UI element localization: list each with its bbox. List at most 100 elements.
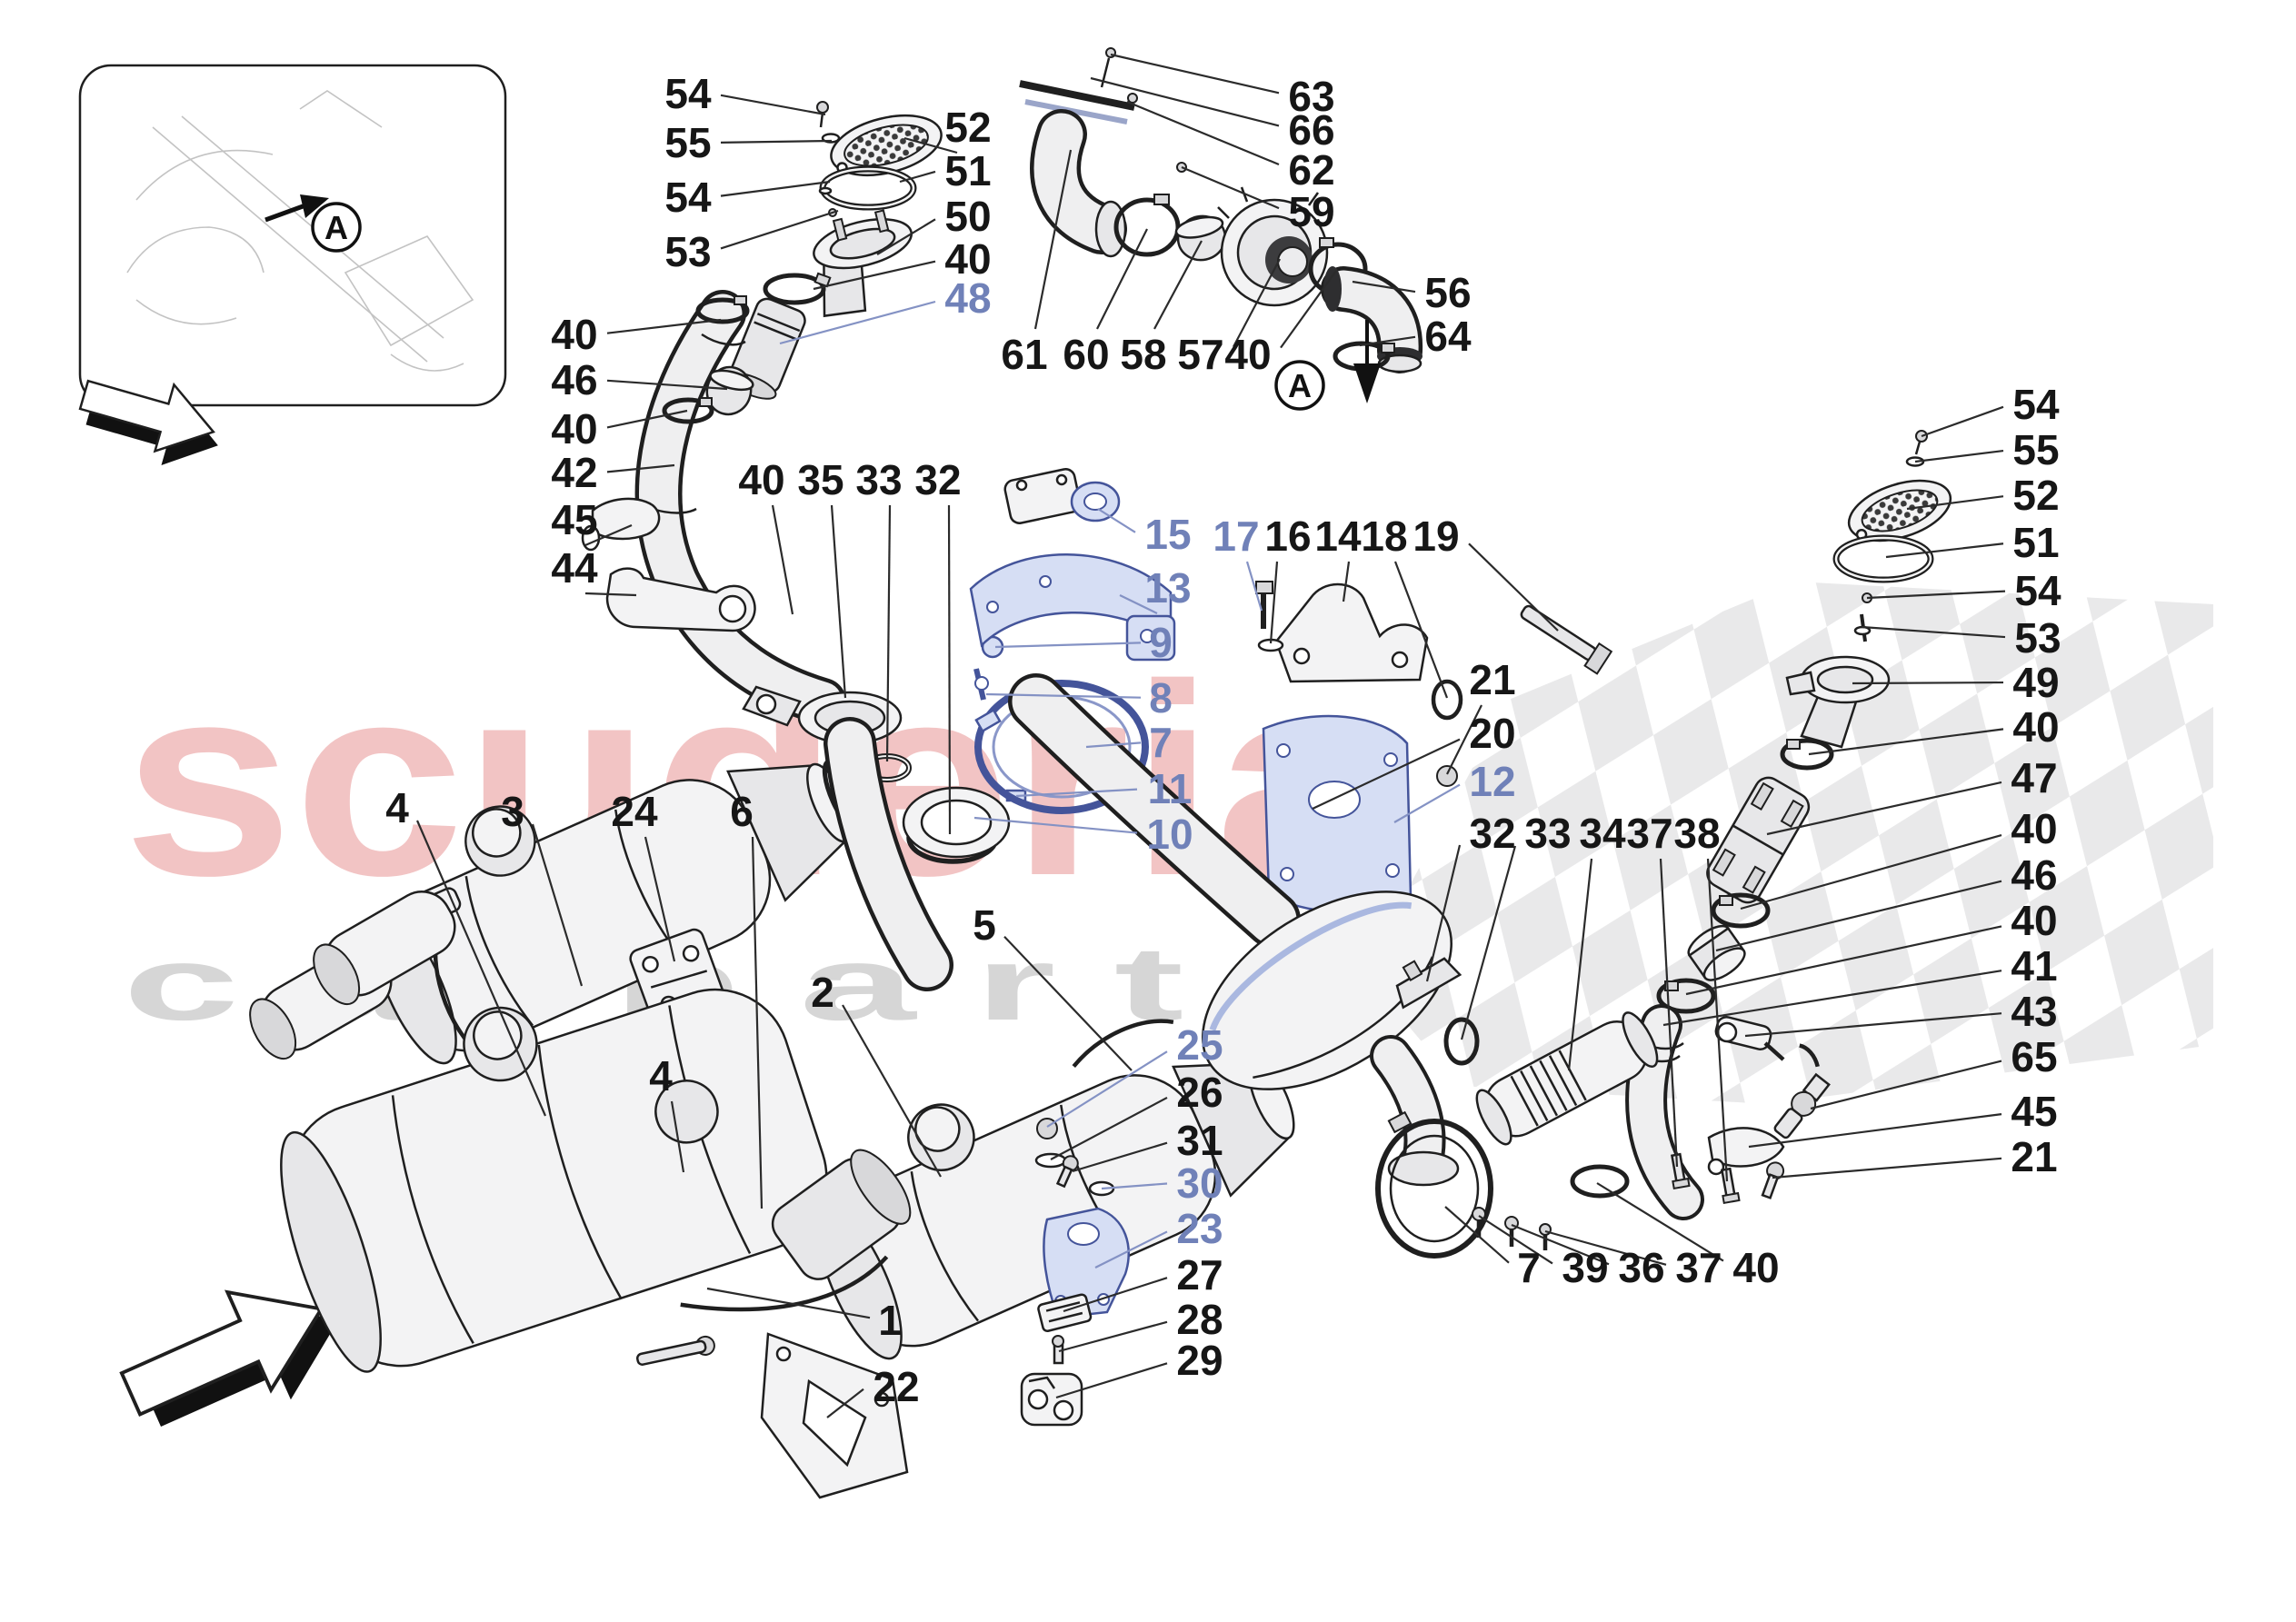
leader-line [1921,405,2004,438]
callout-label: 50 [944,193,991,240]
leader-line [1659,858,1679,1168]
leader-line [885,504,892,762]
leader-line [1269,561,1279,644]
leader-line [1914,449,2004,463]
callout-label: 34 [1579,810,1626,857]
bolt-21b [1761,1161,1785,1199]
leader-line [1046,1050,1168,1128]
callout-label: 37 [1675,1244,1722,1291]
leader-line [1852,681,2004,685]
catalytic-converter-2 [816,1019,1295,1360]
callout-label: 45 [2011,1088,2057,1135]
callout-label: 10 [1146,811,1193,858]
callout-label: 40 [944,235,991,283]
leader-line [1808,728,2004,756]
callout-label: 40 [2011,897,2057,944]
inset-direction-arrow [78,379,218,465]
callout-label: 38 [1673,810,1720,857]
callout-label: 13 [1144,564,1191,612]
leader-line [771,504,794,615]
leader-line [584,592,637,597]
callout-label: 29 [1176,1337,1223,1384]
view-marker-letter: A [1288,367,1312,404]
leader-line [985,692,1142,699]
leader-line [1744,1012,2002,1038]
leader-line [1245,561,1263,612]
leader-line [903,136,958,154]
direction-arrow [119,1289,339,1427]
callout-label: 42 [551,449,597,496]
leader-line [415,820,547,1117]
leader-line [994,642,1142,649]
tailpipe-tip-assembly [726,101,943,400]
callout-label: 4 [385,784,409,831]
callout-label: 14 [1314,512,1362,560]
leader-line [1460,845,1517,1040]
flex-pipe-cluster [1375,957,1741,1259]
callout-label: 40 [1224,331,1271,378]
leader-line [644,836,676,962]
callout-label: 37 [1626,810,1672,857]
leader-line [720,94,826,116]
callout-label: 46 [551,356,597,403]
callout-label: 9 [1149,619,1173,666]
inset-view-arrow [265,194,329,223]
strap-45b [1707,1127,1785,1168]
heat-shield-13 [969,553,1176,662]
bracket-23 [1043,1207,1130,1319]
leader-line [1352,280,1416,294]
leader-line [1393,561,1449,699]
leader-line [1748,1113,2002,1149]
leader-line [706,1287,871,1319]
callout-label: 40 [551,311,597,358]
callout-label: 26 [1176,1069,1223,1116]
callout-label: 49 [2012,659,2059,706]
callout-label: 7 [1149,719,1173,766]
leader-line [1662,970,2002,1027]
leader-line [876,218,936,255]
callout-label: 20 [1469,710,1515,757]
callout-label: 54 [664,174,712,221]
rubber-mount-29 [1020,1372,1083,1427]
leader-line [1101,1182,1168,1190]
callout-label: 55 [664,119,711,166]
callout-label: 47 [2011,754,2057,801]
callout-label: 55 [2012,426,2059,473]
leader-line [1446,704,1482,775]
callout-label: 61 [1001,331,1047,378]
leader-line [1567,858,1593,1071]
leader-line [830,504,847,699]
leader-line [1685,925,2002,996]
leader-line [813,260,936,291]
callout-label: 33 [1524,810,1571,857]
callout-label: 43 [2011,988,2057,1035]
leader-line [1126,100,1280,166]
callout-label: 66 [1288,106,1334,154]
callout-label: 51 [2012,519,2059,566]
callout-label: 21 [1469,656,1515,703]
callout-label: 54 [664,70,712,117]
callout-label: 35 [797,456,844,503]
callout-label: 40 [738,456,784,503]
downpipe-5 [1008,673,1460,1187]
muffler-assembly [249,891,912,1499]
callout-label: 53 [664,228,711,275]
callout-label: 7 [1517,1244,1541,1291]
leader-line [1885,542,2004,559]
leader-line [1280,270,1337,349]
callout-label: 40 [2012,703,2059,751]
leader-line [1393,783,1461,823]
callout-label: 46 [2011,851,2057,899]
leader-line [1444,1206,1510,1264]
leader-line [842,1004,942,1178]
callout-label: 58 [1120,331,1166,378]
callout-label: 25 [1176,1021,1223,1069]
callout-label: 65 [2011,1033,2057,1080]
callout-label: 52 [944,104,991,151]
leader-line [1715,880,2002,952]
leader-line [1596,1182,1724,1262]
leader-line [720,180,831,197]
leader-line [1478,1215,1553,1265]
